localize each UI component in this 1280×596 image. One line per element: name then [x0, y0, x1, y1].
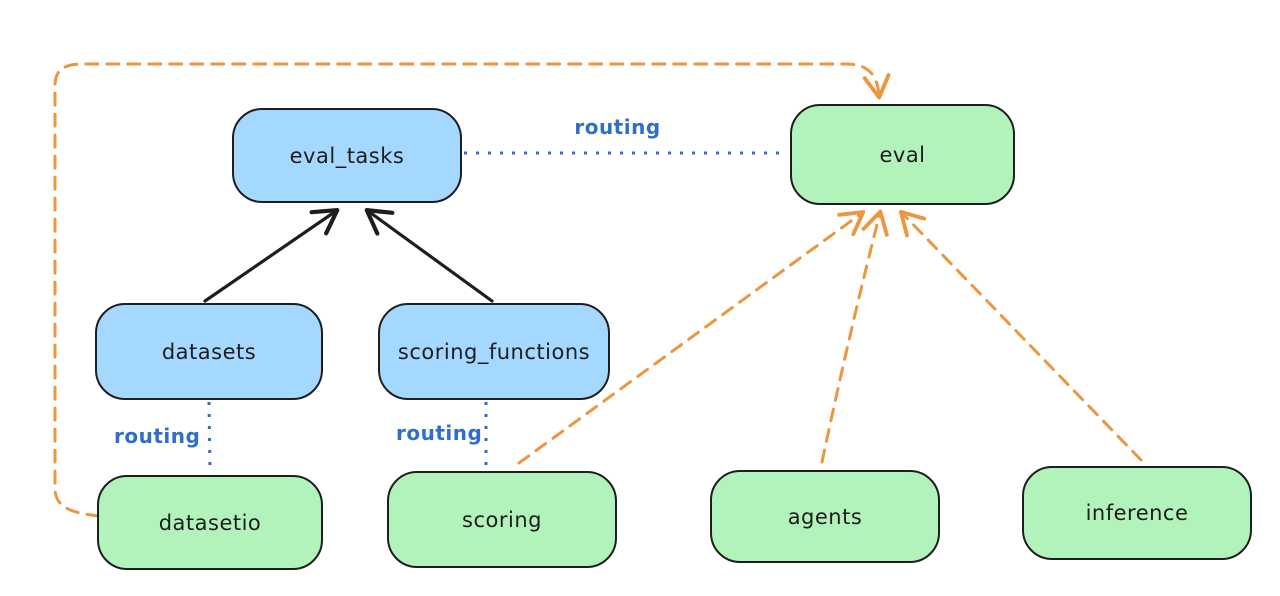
edge-datasets-to-datasetio [207, 401, 212, 472]
node-datasets-label: datasets [161, 339, 257, 364]
edge-label-routing-scoring-functions-scoring: routing [396, 421, 483, 445]
node-scoring-functions-label: scoring_functions [397, 339, 591, 364]
node-datasetio: datasetio [97, 475, 323, 570]
node-eval-tasks-label: eval_tasks [289, 143, 405, 168]
edge-inference-to-eval [899, 209, 1143, 462]
node-eval: eval [790, 104, 1015, 205]
node-scoring-label: scoring [462, 507, 542, 532]
node-scoring: scoring [387, 471, 617, 568]
edge-agents-to-eval [820, 209, 889, 464]
node-eval-tasks: eval_tasks [232, 108, 462, 203]
node-eval-label: eval [879, 142, 926, 167]
node-inference-label: inference [1085, 501, 1189, 525]
node-inference: inference [1022, 466, 1252, 560]
edge-datasetio-to-eval [53, 62, 891, 518]
node-agents: agents [710, 470, 940, 563]
node-datasetio-label: datasetio [158, 510, 262, 535]
edge-scoring-functions-to-eval-tasks [364, 207, 494, 303]
node-agents-label: agents [787, 504, 863, 529]
edge-scoring-to-eval [517, 210, 866, 465]
node-scoring-functions: scoring_functions [378, 303, 610, 400]
edge-label-routing-datasets-datasetio: routing [114, 424, 201, 448]
node-datasets: datasets [95, 303, 323, 400]
edge-label-routing-eval-tasks-eval: routing [574, 115, 661, 139]
edge-datasets-to-eval-tasks [203, 208, 340, 303]
